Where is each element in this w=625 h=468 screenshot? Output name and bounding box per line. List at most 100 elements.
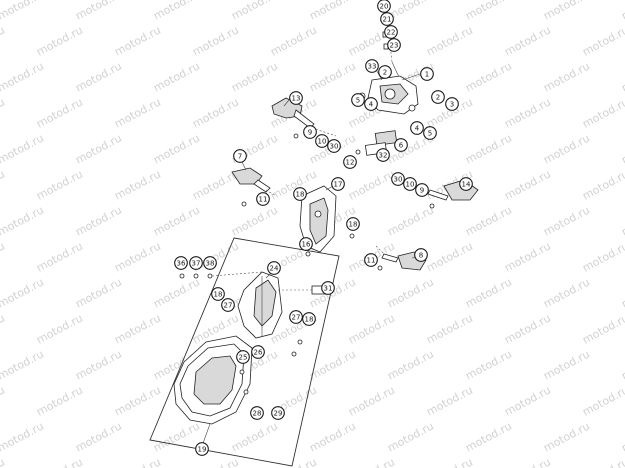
callout-label: 23 bbox=[390, 42, 399, 50]
callout-circle bbox=[289, 91, 303, 105]
callout-27b: 27 bbox=[289, 310, 303, 324]
watermark-text: motod.ru bbox=[619, 347, 625, 382]
watermark-text: motod.ru bbox=[385, 347, 436, 382]
watermark-text: motod.ru bbox=[580, 239, 625, 274]
callout-36: 36 bbox=[174, 256, 188, 270]
callout-circle bbox=[376, 148, 390, 162]
watermark-text: motod.ru bbox=[619, 0, 625, 23]
callout-38: 38 bbox=[203, 256, 217, 270]
callout-25: 25 bbox=[236, 350, 250, 364]
callout-18d: 18 bbox=[302, 312, 316, 326]
callout-label: 2 bbox=[436, 94, 440, 102]
callout-9a: 9 bbox=[303, 125, 317, 139]
callout-2b: 2 bbox=[431, 90, 445, 104]
watermark-text: motod.ru bbox=[190, 23, 241, 58]
callout-circle bbox=[410, 121, 424, 135]
callout-30a: 30 bbox=[327, 139, 341, 153]
callout-label: 28 bbox=[253, 410, 262, 418]
watermark-text: motod.ru bbox=[580, 383, 625, 418]
callout-circle bbox=[321, 281, 335, 295]
callout-label: 6 bbox=[399, 142, 404, 150]
callout-circle bbox=[414, 248, 428, 262]
callout-12: 12 bbox=[343, 155, 357, 169]
watermark-text: motod.ru bbox=[151, 203, 202, 238]
callout-label: 27 bbox=[224, 302, 233, 310]
watermark-text: motod.ru bbox=[541, 131, 592, 166]
watermark-text: motod.ru bbox=[34, 239, 85, 274]
callout-circle bbox=[377, 0, 391, 13]
watermark-text: motod.ru bbox=[0, 311, 7, 346]
watermark-text: motod.ru bbox=[502, 167, 553, 202]
watermark-text: motod.ru bbox=[541, 275, 592, 310]
watermark-text: motod.ru bbox=[229, 419, 280, 454]
watermark-text: motod.ru bbox=[73, 0, 124, 23]
callout-circle bbox=[415, 183, 429, 197]
watermark-text: motod.ru bbox=[112, 383, 163, 418]
callout-circle bbox=[351, 93, 365, 107]
watermark-text: motod.ru bbox=[502, 95, 553, 130]
watermark-text: motod.ru bbox=[229, 0, 280, 23]
callout-8: 8 bbox=[414, 248, 428, 262]
callout-label: 38 bbox=[206, 260, 215, 268]
callout-18b: 18 bbox=[346, 217, 360, 231]
callout-label: 18 bbox=[296, 191, 305, 199]
watermark-text: motod.ru bbox=[424, 239, 475, 274]
watermark-text: motod.ru bbox=[73, 419, 124, 454]
watermark-text: motod.ru bbox=[502, 383, 553, 418]
callout-circle bbox=[250, 406, 264, 420]
callout-label: 33 bbox=[368, 63, 377, 71]
watermark-text: motod.ru bbox=[229, 59, 280, 94]
watermark-text: motod.ru bbox=[346, 455, 397, 468]
watermark-text: motod.ru bbox=[580, 95, 625, 130]
watermark-text: motod.ru bbox=[619, 203, 625, 238]
callout-label: 17 bbox=[334, 181, 343, 189]
callout-circle bbox=[420, 67, 434, 81]
callout-circle bbox=[327, 139, 341, 153]
callout-label: 24 bbox=[270, 265, 279, 273]
callout-label: 30 bbox=[330, 143, 339, 151]
callout-circle bbox=[403, 177, 417, 191]
watermark-text: motod.ru bbox=[112, 23, 163, 58]
watermark-text: motod.ru bbox=[151, 275, 202, 310]
watermark-text: motod.ru bbox=[0, 167, 7, 202]
watermark-text: motod.ru bbox=[580, 455, 625, 468]
callout-label: 26 bbox=[254, 349, 263, 357]
watermark-text: motod.ru bbox=[34, 455, 85, 468]
callout-label: 7 bbox=[238, 153, 242, 161]
watermark-text: motod.ru bbox=[0, 0, 46, 23]
callout-circle bbox=[331, 177, 345, 191]
callout-22: 22 bbox=[384, 25, 398, 39]
watermark-text: motod.ru bbox=[190, 455, 241, 468]
headlight-bracket bbox=[299, 185, 355, 257]
watermark-text: motod.ru bbox=[385, 419, 436, 454]
callout-14: 14 bbox=[459, 177, 473, 191]
callout-circle bbox=[302, 312, 316, 326]
callout-10b: 10 bbox=[403, 177, 417, 191]
callout-circle bbox=[394, 138, 408, 152]
watermark-text: motod.ru bbox=[424, 383, 475, 418]
watermark-text: motod.ru bbox=[307, 59, 358, 94]
watermark-text: motod.ru bbox=[73, 131, 124, 166]
watermark-text: motod.ru bbox=[34, 383, 85, 418]
callout-circle bbox=[271, 406, 285, 420]
callout-label: 4 bbox=[415, 125, 420, 133]
watermark-text: motod.ru bbox=[151, 0, 202, 23]
watermark-text: motod.ru bbox=[424, 455, 475, 468]
watermark-text: motod.ru bbox=[34, 95, 85, 130]
watermark-text: motod.ru bbox=[0, 131, 46, 166]
watermark-text: motod.ru bbox=[112, 239, 163, 274]
watermark-text: motod.ru bbox=[73, 203, 124, 238]
watermark-text: motod.ru bbox=[619, 59, 625, 94]
watermark-text: motod.ru bbox=[541, 203, 592, 238]
callout-label: 27 bbox=[292, 314, 301, 322]
callout-18a: 18 bbox=[293, 187, 307, 201]
headlight-lens bbox=[173, 335, 253, 425]
callout-9b: 9 bbox=[415, 183, 429, 197]
callout-7: 7 bbox=[233, 149, 247, 163]
watermark-text: motod.ru bbox=[151, 59, 202, 94]
callout-label: 3 bbox=[450, 101, 454, 109]
callout-label: 10 bbox=[318, 138, 327, 146]
